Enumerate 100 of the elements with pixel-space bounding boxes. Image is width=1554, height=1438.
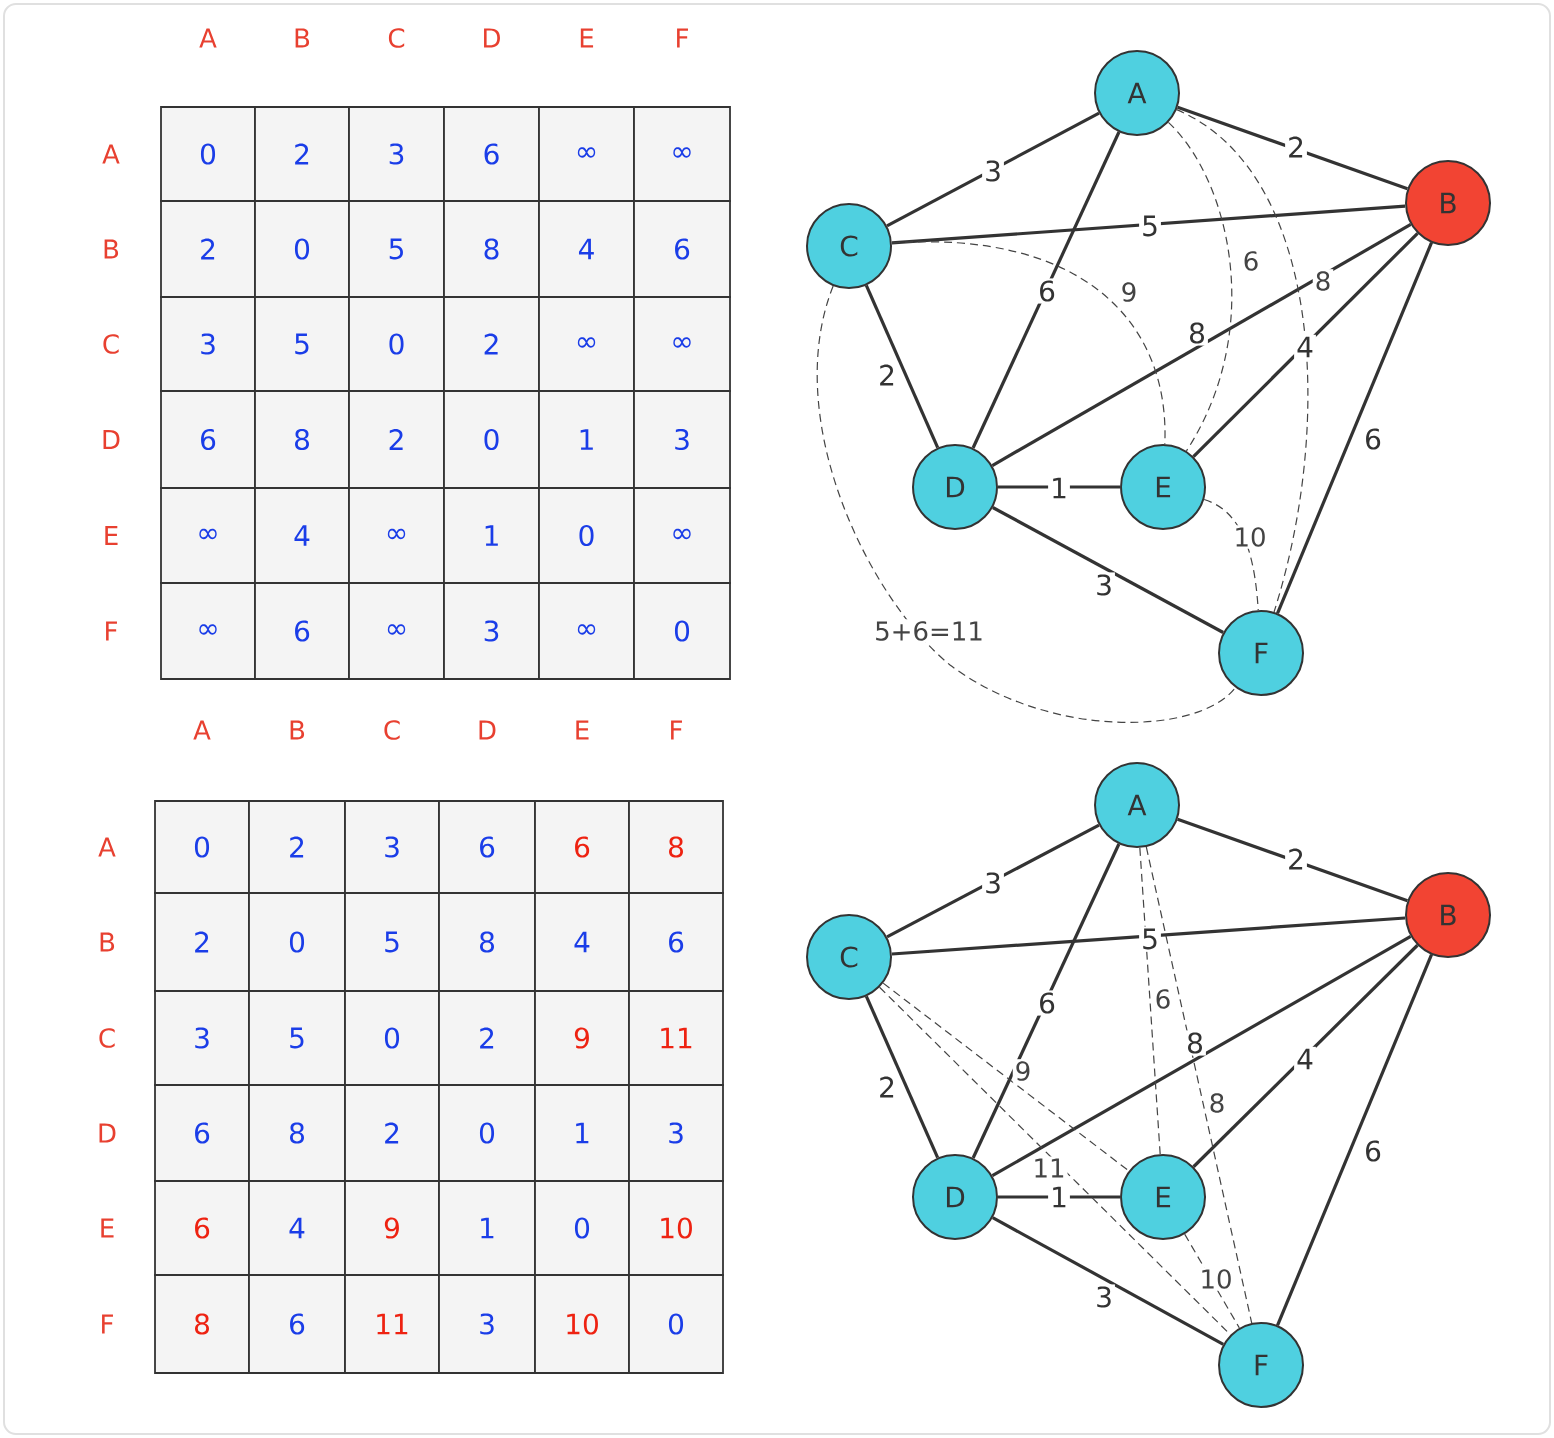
table-cell: 6 [154, 1180, 250, 1276]
row-header: B [100, 932, 115, 952]
table-cell: 3 [633, 390, 731, 489]
row-header: E [101, 1218, 114, 1238]
edge-line [891, 916, 1406, 956]
table-cell: 8 [443, 200, 540, 298]
edge-label: 6 [1240, 249, 1262, 273]
table-cell: 5 [348, 200, 445, 298]
row-header: B [104, 239, 119, 259]
table-cell: 6 [443, 106, 540, 202]
edge-label: 4 [1294, 334, 1316, 360]
edge-line [886, 823, 1100, 939]
column-header: F [671, 720, 682, 740]
table-cell: 0 [160, 106, 256, 202]
edge-line [1177, 817, 1408, 903]
table-cell: 3 [344, 800, 440, 894]
graph-node: B [1405, 160, 1491, 246]
table-cell: 6 [628, 892, 724, 992]
table-cell: ∞ [348, 487, 445, 584]
edge-label: 3 [982, 158, 1004, 184]
table-cell: 11 [628, 990, 724, 1086]
edge-line [886, 111, 1100, 228]
row-header: D [103, 430, 120, 449]
table-cell: 6 [534, 800, 630, 894]
table-cell: 3 [438, 1274, 536, 1374]
edge-label: 6 [1362, 1138, 1384, 1164]
edge-label: 9 [1118, 280, 1140, 304]
table-cell: 6 [254, 582, 350, 680]
column-header: B [295, 28, 310, 48]
table-cell: 2 [348, 390, 445, 489]
edge-label: 6 [1036, 990, 1058, 1016]
table-cell: 2 [160, 200, 256, 298]
table-cell: 0 [248, 892, 346, 992]
table-cell: 1 [443, 487, 540, 584]
edge-label: 6 [1152, 987, 1174, 1011]
table-cell: 10 [628, 1180, 724, 1276]
edge-label: 1 [1048, 475, 1070, 501]
graph-node: A [1094, 50, 1180, 136]
table-cell: 2 [443, 296, 540, 392]
table-cell: ∞ [538, 296, 635, 392]
edge-label: 1 [1048, 1184, 1070, 1210]
table-cell: 6 [154, 1084, 250, 1182]
table-cell: 4 [538, 200, 635, 298]
graph-node: F [1218, 610, 1304, 696]
edge-line [882, 982, 1130, 1172]
column-header: E [576, 720, 589, 740]
table-cell: 0 [628, 1274, 724, 1374]
edge-label: 8 [1186, 320, 1208, 346]
edge-label: 3 [1093, 1284, 1115, 1310]
row-header: A [98, 837, 116, 857]
table-cell: 0 [633, 582, 731, 680]
table-cell: 3 [628, 1084, 724, 1182]
table-cell: 0 [538, 487, 635, 584]
row-header: C [99, 1028, 115, 1048]
table-cell: 0 [438, 1084, 536, 1182]
table-cell: 2 [438, 990, 536, 1086]
table-cell: ∞ [160, 582, 256, 680]
graph-node: B [1405, 872, 1491, 958]
edge-line [1177, 105, 1408, 191]
row-header: D [99, 1123, 116, 1143]
table-cell: ∞ [633, 487, 731, 584]
row-header: E [105, 526, 118, 545]
table-cell: 8 [248, 1084, 346, 1182]
table-cell: 1 [438, 1180, 536, 1276]
table-cell: ∞ [538, 582, 635, 680]
table-cell: 3 [348, 106, 445, 202]
edge-line [891, 204, 1406, 245]
edge-line [878, 986, 1232, 1336]
table-cell: 0 [344, 990, 440, 1086]
table-cell: 4 [534, 892, 630, 992]
edge-line [1139, 847, 1161, 1155]
row-header: A [102, 144, 120, 164]
table-cell: 3 [160, 296, 256, 392]
edge-line [1176, 109, 1309, 613]
edge-line [971, 131, 1121, 449]
edge-line [992, 506, 1224, 634]
table-cell: 4 [254, 487, 350, 584]
row-header: F [102, 1314, 113, 1334]
table-cell: 0 [254, 200, 350, 298]
edge-label: 3 [982, 870, 1004, 896]
table-cell: 2 [154, 892, 250, 992]
table-cell: 8 [154, 1274, 250, 1374]
edge-label: 5+6=11 [872, 619, 986, 643]
edge-line [1276, 954, 1433, 1326]
table-cell: 5 [344, 892, 440, 992]
edge-label: 2 [1285, 846, 1307, 872]
column-header: C [388, 28, 405, 48]
edge-line [991, 934, 1412, 1178]
column-header: D [479, 720, 496, 740]
edge-label: 5 [1139, 926, 1161, 952]
table-cell: 6 [248, 1274, 346, 1374]
column-header: C [384, 720, 400, 740]
edge-line [1167, 121, 1233, 452]
edge-label: 6 [1362, 426, 1384, 452]
column-header: A [193, 720, 211, 740]
edge-line [817, 285, 1236, 723]
table-cell: 0 [348, 296, 445, 392]
table-cell: 9 [534, 990, 630, 1086]
edge-line [1203, 498, 1259, 611]
column-header: D [484, 28, 500, 48]
